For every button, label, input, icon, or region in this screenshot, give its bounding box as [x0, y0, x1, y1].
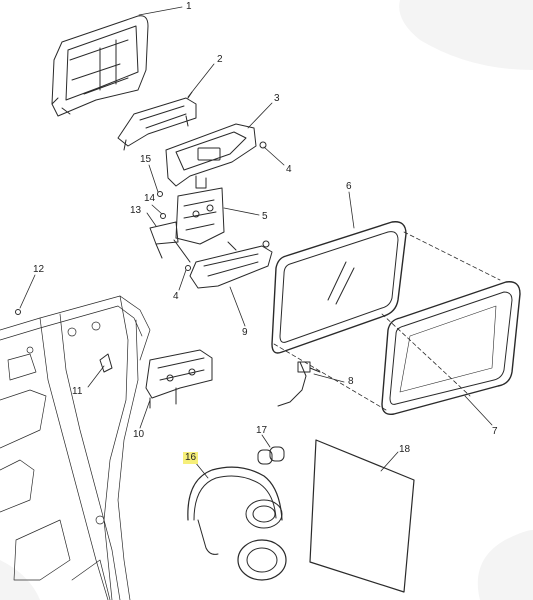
callout-8: 8: [348, 376, 354, 387]
part-4-screw: [259, 141, 267, 149]
callout-4-lower: 4: [173, 291, 179, 302]
small-fasteners: [15, 191, 191, 315]
part-6-window-glass: [271, 221, 407, 354]
callout-5: 5: [262, 211, 268, 222]
part-8-cable: [277, 361, 321, 407]
callout-7: 7: [492, 426, 498, 437]
part-2-bracket: [117, 91, 197, 151]
callout-18: 18: [399, 444, 411, 455]
part-11-clip: [99, 353, 113, 373]
callout-17: 17: [256, 425, 268, 436]
callout-12: 12: [33, 264, 45, 275]
part-18-instruction-sheet: [309, 439, 415, 593]
part-3-latch-housing: [165, 123, 257, 189]
dashed-guide: [273, 231, 501, 411]
callout-11: 11: [72, 386, 83, 397]
part-16-headphones: [187, 466, 287, 581]
callout-1: 1: [186, 1, 192, 12]
callout-6: 6: [346, 181, 352, 192]
callout-9: 9: [242, 327, 248, 338]
background-shape: [477, 530, 533, 600]
part-1-housing-cover: [51, 15, 149, 117]
callout-3: 3: [274, 93, 280, 104]
callout-13: 13: [130, 205, 142, 216]
part-17-batteries: [257, 446, 285, 465]
callout-2: 2: [217, 54, 223, 65]
callout-14: 14: [144, 193, 156, 204]
callout-15: 15: [140, 154, 152, 165]
part-10-hinge: [145, 349, 213, 409]
callout-10: 10: [133, 429, 145, 440]
part-5-latch-mechanism: [149, 187, 225, 263]
callout-16-highlighted: 16: [183, 452, 199, 464]
body-frame: [0, 295, 151, 600]
background-shape: [399, 0, 533, 70]
leader-lines: [19, 6, 493, 479]
callout-4: 4: [286, 164, 292, 175]
part-9-lower-trim: [189, 240, 273, 289]
part-7-window-seal: [381, 281, 521, 415]
